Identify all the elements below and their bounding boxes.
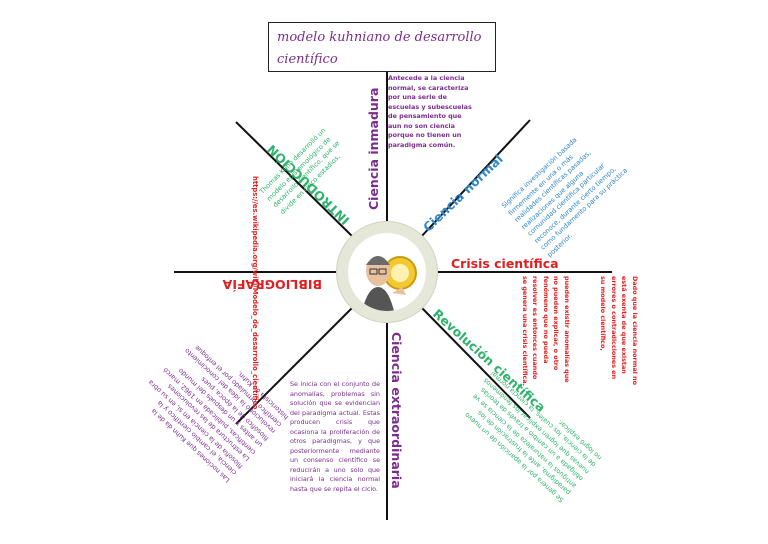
kuhn-portrait-image — [348, 233, 426, 311]
note-ciencia-inmadura: Antecede a la ciencia normal, se caracte… — [388, 74, 474, 150]
branch-bibliografia: BIBLIOGRAFÍA — [223, 277, 322, 292]
branch-ciencia-extraordinaria: Ciencia extraordinaria — [389, 332, 404, 489]
note-ciencia-extraordinaria: Se inicia con el conjunto de anomalías, … — [290, 380, 380, 494]
note-crisis-col1: Dado que la ciencia normal no está exent… — [598, 276, 640, 386]
branch-crisis-cientifica: Crisis científica — [451, 256, 559, 271]
branch-ciencia-inmadura: Ciencia inmadura — [366, 88, 381, 210]
page-title: modelo kuhniano de desarrollo científico — [268, 22, 496, 72]
note-crisis-col2: pueden existir anomalías que no pueden e… — [520, 276, 573, 386]
reference-url-link[interactable]: https://es.wikipedia.org/wiki/Modelo_de_… — [250, 176, 261, 286]
